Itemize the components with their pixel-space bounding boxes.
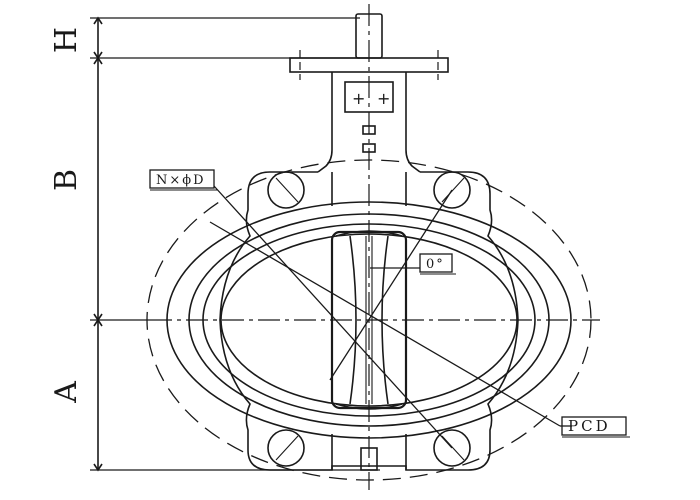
leader-lines bbox=[209, 185, 572, 449]
bolt-holes bbox=[267, 171, 471, 467]
callout-bolt-holes: N×ϕD bbox=[149, 169, 218, 191]
callout-angle: 0° bbox=[419, 253, 456, 275]
dimension-label-a: A bbox=[49, 381, 84, 404]
callout-pcd-text: PCD bbox=[568, 417, 611, 435]
bottom-stub bbox=[360, 447, 378, 471]
plus-icon-left: + bbox=[352, 89, 365, 108]
valve-disc bbox=[330, 230, 408, 410]
top-flange bbox=[289, 50, 449, 80]
callout-bolt-holes-text: N×ϕD bbox=[156, 173, 206, 188]
valve-stem bbox=[355, 4, 383, 490]
valve-body-outline bbox=[219, 171, 519, 471]
callout-angle-text: 0° bbox=[426, 257, 445, 272]
vertical-dimension-line bbox=[90, 16, 380, 472]
valve-neck: + + bbox=[317, 72, 421, 173]
dimension-label-b: B bbox=[49, 169, 84, 191]
plus-icon-right: + bbox=[377, 89, 390, 108]
dimension-label-h: H bbox=[49, 27, 84, 53]
callout-pcd: PCD bbox=[561, 416, 630, 438]
